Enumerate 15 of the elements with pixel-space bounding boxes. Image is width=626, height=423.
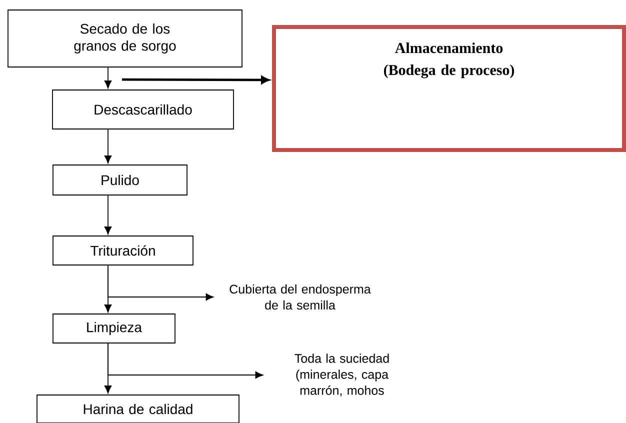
- arrow: [108, 343, 264, 379]
- process-box: Pulido: [52, 164, 188, 196]
- arrow: [104, 129, 112, 164]
- process-box: Harina de calidad: [36, 394, 240, 423]
- process-box: Trituración: [52, 236, 194, 266]
- storage-box: Almacenamiento (Bodega de proceso): [272, 25, 626, 152]
- process-box: Limpieza: [52, 314, 176, 344]
- arrow: [104, 195, 112, 234]
- output-label: Toda la suciedad (minerales, capa marrón, mohos: [294, 354, 389, 396]
- arrow: [108, 265, 214, 301]
- process-box: Secado de los granos de sorgo: [8, 10, 242, 68]
- arrow: [104, 67, 112, 88]
- process-box: Descascarillado: [52, 90, 234, 130]
- output-label: Cubierta del endosperma de la semilla: [230, 284, 371, 310]
- arrow: [122, 76, 270, 84]
